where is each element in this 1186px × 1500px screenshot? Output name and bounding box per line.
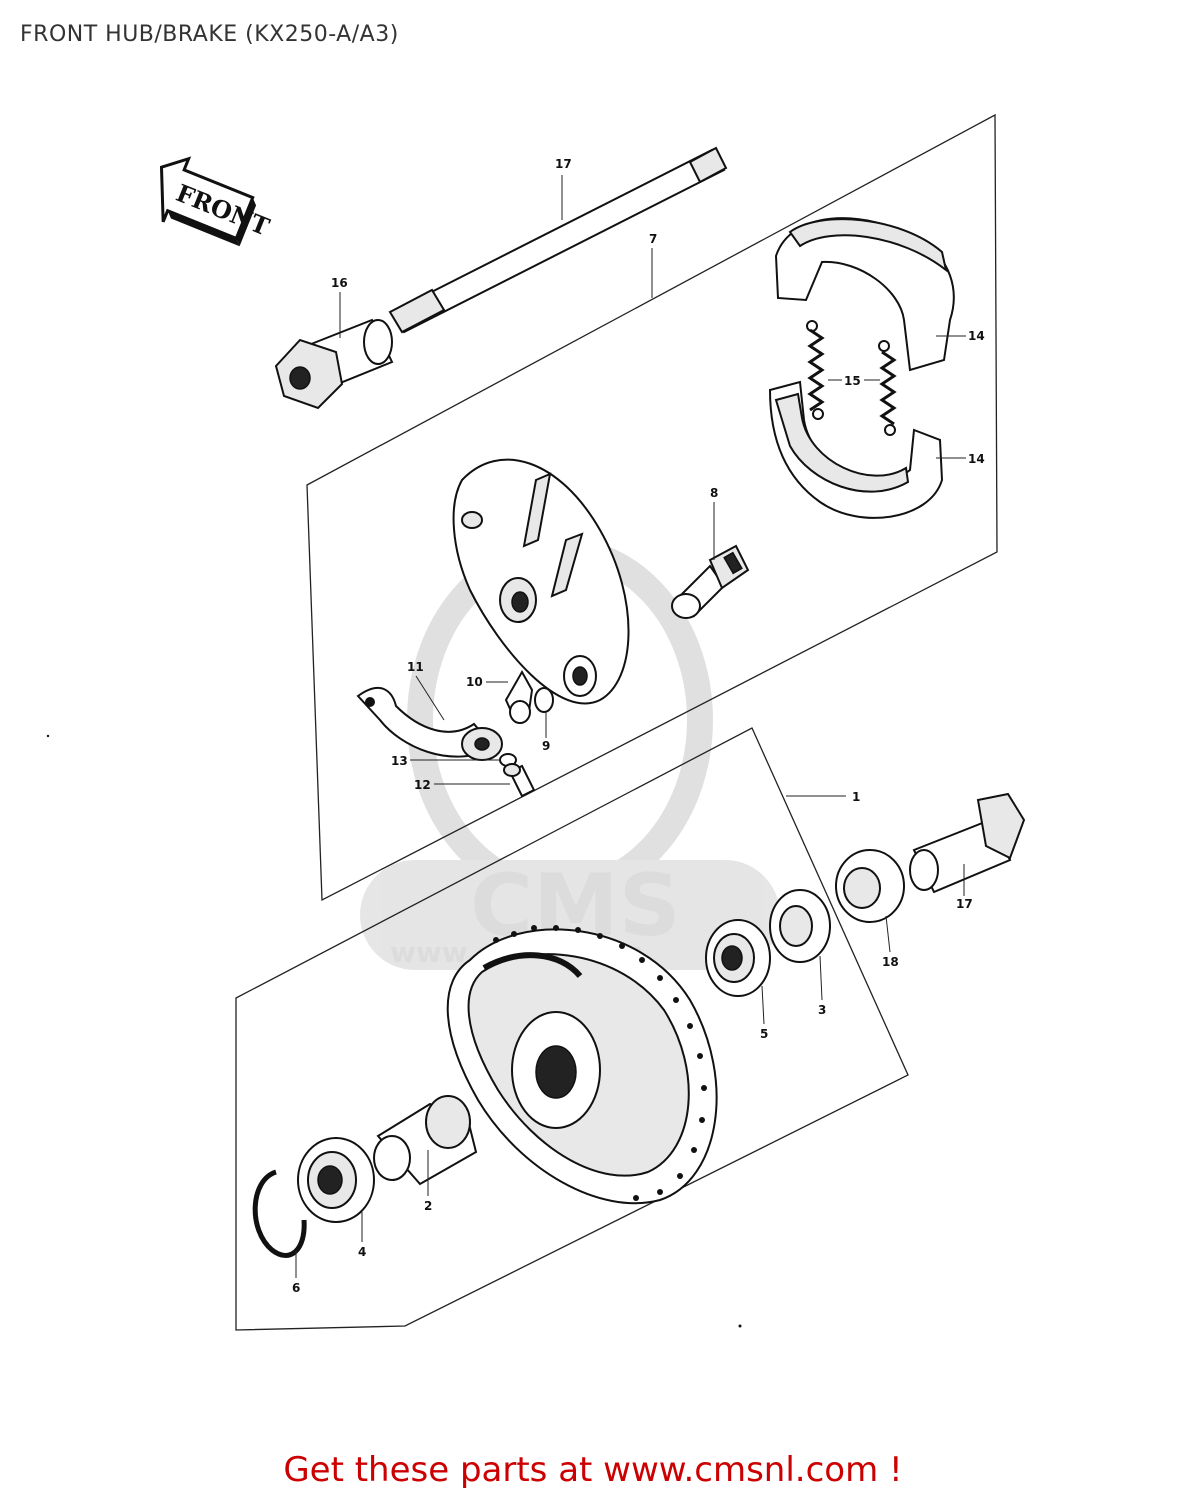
- bearing-right: [705, 919, 771, 997]
- callout-6: 6: [292, 1281, 300, 1295]
- callout-16: 17: [555, 157, 572, 171]
- callout-17-right: 17: [956, 897, 973, 911]
- callout-18: 18: [882, 955, 899, 969]
- callout-3: 3: [818, 1003, 826, 1017]
- callouts: 17 7 16 14 15 14 8 11 10 9 13 12 1 17 18…: [292, 157, 985, 1295]
- bearing-left: [297, 1137, 375, 1223]
- callout-1: 1: [852, 790, 860, 804]
- callout-14-lower: 14: [968, 452, 985, 466]
- callout-10: 10: [466, 675, 483, 689]
- front-arrow-icon: FRONT: [159, 156, 274, 247]
- callout-8: 8: [710, 486, 718, 500]
- callout-4: 4: [358, 1245, 366, 1259]
- axle-collar-left: [274, 318, 394, 410]
- scan-dot: [46, 734, 50, 738]
- brake-shoe-upper: [774, 217, 955, 372]
- callout-7: 7: [649, 232, 657, 246]
- brake-panel-frame: [306, 113, 998, 902]
- page-title: FRONT HUB/BRAKE (KX250-A/A3): [20, 22, 399, 47]
- callout-2: 2: [424, 1199, 432, 1213]
- callout-17-left: 16: [331, 276, 348, 290]
- brake-spring-left: [806, 320, 825, 420]
- callout-13: 13: [391, 754, 408, 768]
- parts-diagram: CMS www.cmsnl.com FRONT: [46, 113, 1026, 1331]
- brake-spring-right: [878, 340, 897, 436]
- hub-spoke-holes: [493, 925, 707, 1201]
- hub-collar: [835, 849, 905, 923]
- callout-5: 5: [760, 1027, 768, 1041]
- wheel-hub: [446, 928, 718, 1205]
- callout-11: 11: [407, 660, 424, 674]
- cam-washer: [534, 687, 554, 713]
- distance-collar: [373, 1095, 478, 1186]
- callout-9: 9: [542, 739, 550, 753]
- callout-15: 15: [844, 374, 861, 388]
- brake-lever: [356, 686, 503, 761]
- brake-shoe-lower: [768, 380, 944, 519]
- leader-lines: [295, 175, 966, 1278]
- oil-seal-right: [769, 889, 831, 963]
- cmsnl-link[interactable]: Get these parts at www.cmsnl.com !: [283, 1450, 903, 1490]
- wear-indicator: [504, 669, 534, 724]
- axle-collar-right: [909, 792, 1026, 894]
- brake-cam: [671, 544, 750, 619]
- callout-14-upper: 14: [968, 329, 985, 343]
- brake-panel: [452, 458, 630, 705]
- lever-bolt: [503, 763, 536, 798]
- circlip: [252, 1169, 307, 1258]
- callout-12: 12: [414, 778, 431, 792]
- front-axle: [388, 146, 728, 334]
- scan-dot: [738, 1324, 742, 1328]
